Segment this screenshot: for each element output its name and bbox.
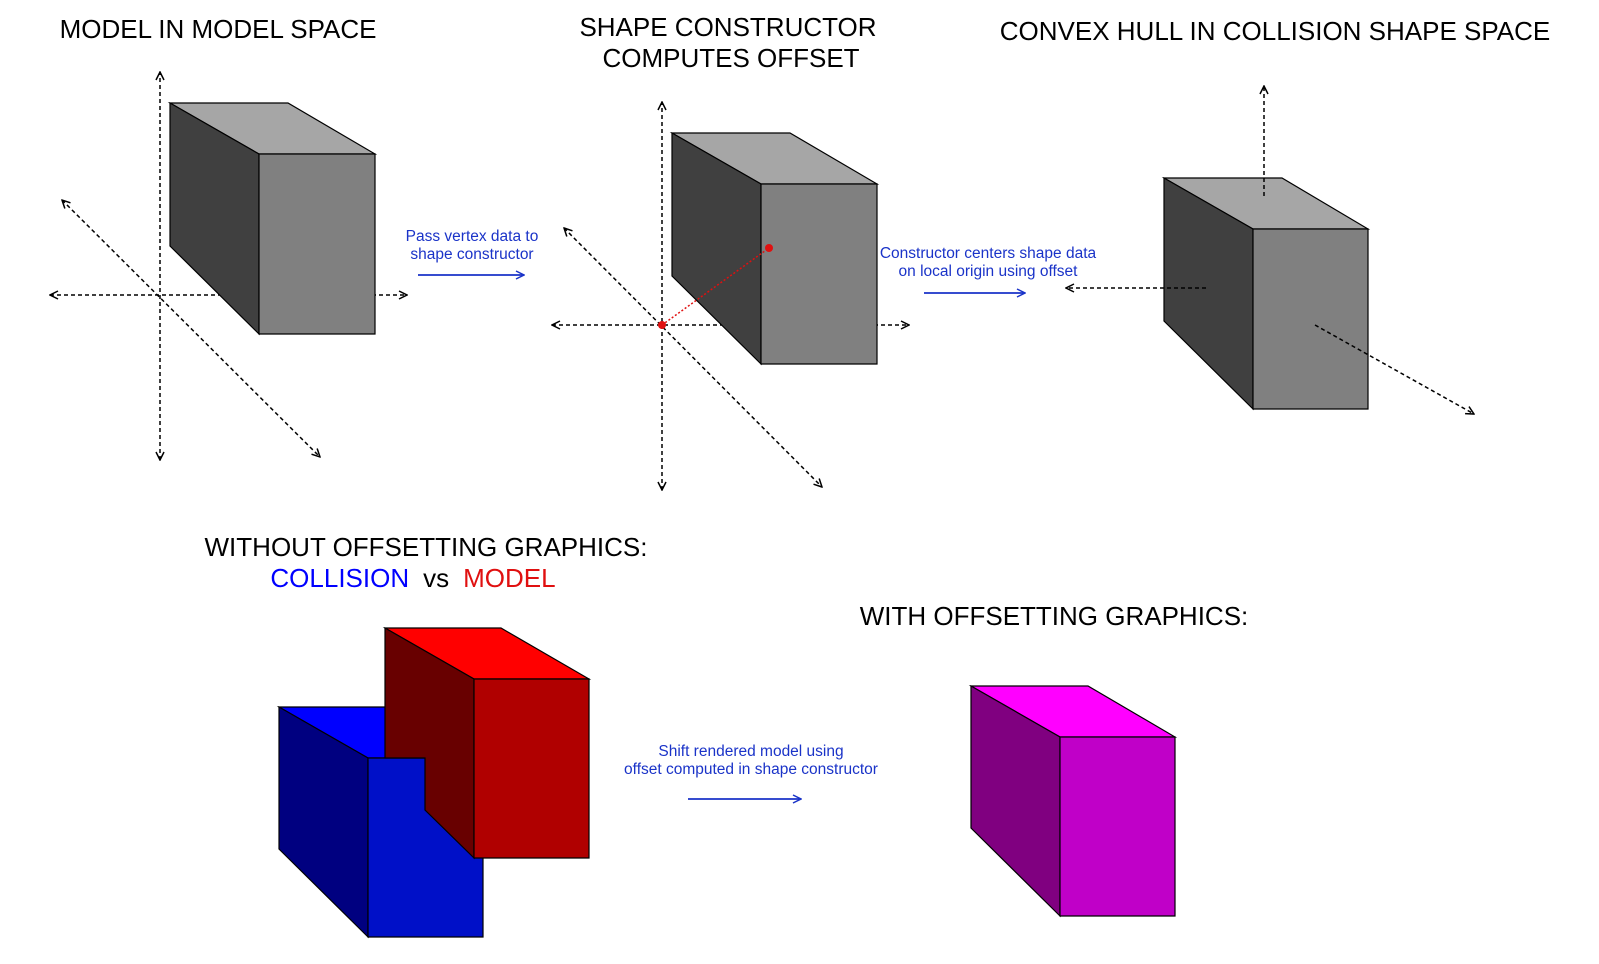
convex-hull-title: CONVEX HULL IN COLLISION SHAPE SPACE [1000,16,1551,46]
constructor-title-line1: SHAPE CONSTRUCTOR [579,12,876,42]
with-offset-title: WITH OFFSETTING GRAPHICS: [860,601,1249,631]
model-space-title: MODEL IN MODEL SPACE [60,14,377,44]
vs-label: vs [423,563,449,593]
panel-convex-hull: CONVEX HULL IN COLLISION SHAPE SPACE [1000,16,1551,414]
convex-hull-axes [1066,86,1474,414]
panel-constructor: SHAPE CONSTRUCTOR COMPUTES OFFSET [552,12,909,490]
model-space-box [167,101,378,336]
convex-hull-box [1161,176,1371,411]
model-box-front-face [473,678,590,859]
panel-with-offset: WITH OFFSETTING GRAPHICS: [860,601,1249,918]
box-front-face [760,183,878,365]
panel-without-offset: WITHOUT OFFSETTING GRAPHICS: COLLISION vs… [205,532,648,939]
step-shift-model: Shift rendered model using offset comput… [624,743,878,799]
origin-point [658,321,666,329]
step-pass-vertex: Pass vertex data to shape constructor [406,228,539,275]
box-front-face [258,153,376,335]
collision-label: COLLISION [270,563,409,593]
model-box [382,626,592,860]
constructor-title-line2: COMPUTES OFFSET [602,43,859,73]
legend-line: COLLISION vs MODEL [270,563,555,593]
shift-model-text-2: offset computed in shape constructor [624,761,878,778]
center-point [765,244,773,252]
offset-line [661,247,770,326]
constructor-box [669,131,880,366]
model-label: MODEL [463,563,555,593]
shift-model-text-1: Shift rendered model using [658,743,843,760]
center-shape-text-2: on local origin using offset [899,263,1079,280]
pass-vertex-text-2: shape constructor [410,246,533,263]
pass-vertex-text-1: Pass vertex data to [406,228,539,245]
z-axis [564,228,822,487]
offset-vector [658,244,773,329]
box-front-face [1252,228,1369,410]
without-offset-title: WITHOUT OFFSETTING GRAPHICS: [205,532,648,562]
step-center-shape: Constructor centers shape data on local … [880,245,1097,293]
offset-box [968,684,1178,918]
offset-box-front-face [1059,736,1176,917]
z-axis [1314,324,1474,414]
center-shape-text-1: Constructor centers shape data [880,245,1097,262]
panel-model-space: MODEL IN MODEL SPACE [50,14,407,460]
z-axis [62,200,320,457]
